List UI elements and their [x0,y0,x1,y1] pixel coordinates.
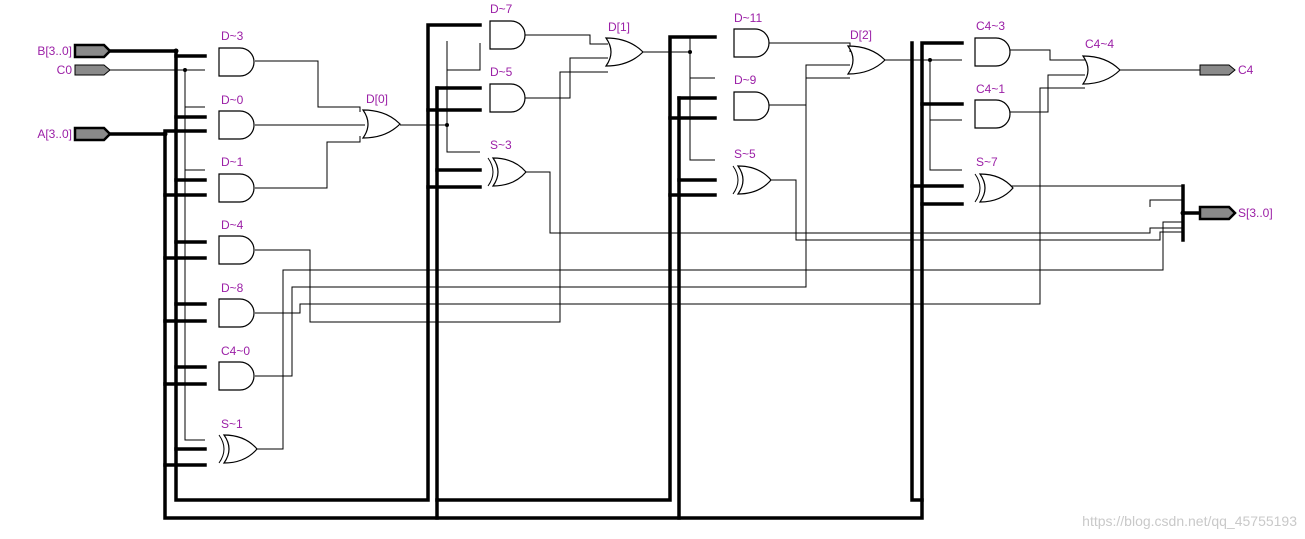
gate-label-d7: D~7 [490,2,513,16]
signal-wires [110,34,1200,450]
gate-label-s1: S~1 [221,417,243,431]
gate-label-dor2: D[2] [850,28,872,42]
or-gate-d2 [846,45,886,75]
io-pins [73,43,1237,221]
gate-label-c43: C4~3 [976,19,1005,33]
gate-label-d4: D~4 [221,218,244,232]
gate-label-d5: D~5 [490,65,513,79]
input-label-a: A[3..0] [37,127,72,141]
output-pin-c4 [1199,64,1236,76]
gate-label-c44: C4~4 [1085,37,1114,51]
bus-wires [108,23,1200,520]
and-gate-d3 [218,47,255,77]
or-gate-c44 [1081,55,1121,85]
logic-gates [218,20,1121,464]
and-gate-d5 [489,83,526,113]
gate-label-s5: S~5 [734,147,756,161]
input-pin-a [73,126,112,142]
port-labels: B[3..0] C0 A[3..0] C4 S[3..0] [37,44,1272,220]
gate-label-d8: D~8 [221,281,244,295]
gate-label-s3: S~3 [490,138,512,152]
junctions [162,48,1186,216]
output-label-s: S[3..0] [1238,206,1273,220]
gate-label-d3: D~3 [221,29,244,43]
and-gate-d8 [218,298,255,328]
input-label-b: B[3..0] [37,44,72,58]
and-gate-d11 [733,28,770,58]
output-pin-s [1198,205,1237,221]
xor-gate-s5 [736,165,772,195]
gate-label-dor0: D[0] [366,92,388,106]
and-gate-c43 [974,37,1011,67]
xor-gate-s3 [491,157,527,187]
xor-gate-s1 [222,434,258,464]
and-gate-d0 [218,110,255,140]
output-label-c4: C4 [1238,63,1254,77]
gate-labels: D~3 D~0 D~1 D~4 D~8 C4~0 S~1 D[0] D~7 D~… [221,2,1114,431]
gate-label-d9: D~9 [734,73,757,87]
and-gate-c41 [974,99,1011,129]
gate-label-s7: S~7 [976,155,998,169]
and-gate-d9 [733,91,770,121]
input-pin-c0 [74,64,111,76]
xor-gate-s7 [978,173,1014,203]
watermark: https://blog.csdn.net/qq_45755193 [1082,513,1297,529]
and-gate-d4 [218,235,255,265]
or-gate-d0 [361,109,401,139]
gate-label-d0: D~0 [221,93,244,107]
gate-label-c40: C4~0 [221,344,250,358]
and-gate-d7 [489,20,526,50]
or-gate-d1 [604,37,644,67]
input-label-c0: C0 [57,63,73,77]
and-gate-d1 [218,173,255,203]
and-gate-c40 [218,361,255,391]
gate-label-dor1: D[1] [608,20,630,34]
gate-label-c41: C4~1 [976,82,1005,96]
input-pin-b [73,43,112,59]
gate-label-d11: D~11 [734,11,762,25]
gate-label-d1: D~1 [221,155,244,169]
